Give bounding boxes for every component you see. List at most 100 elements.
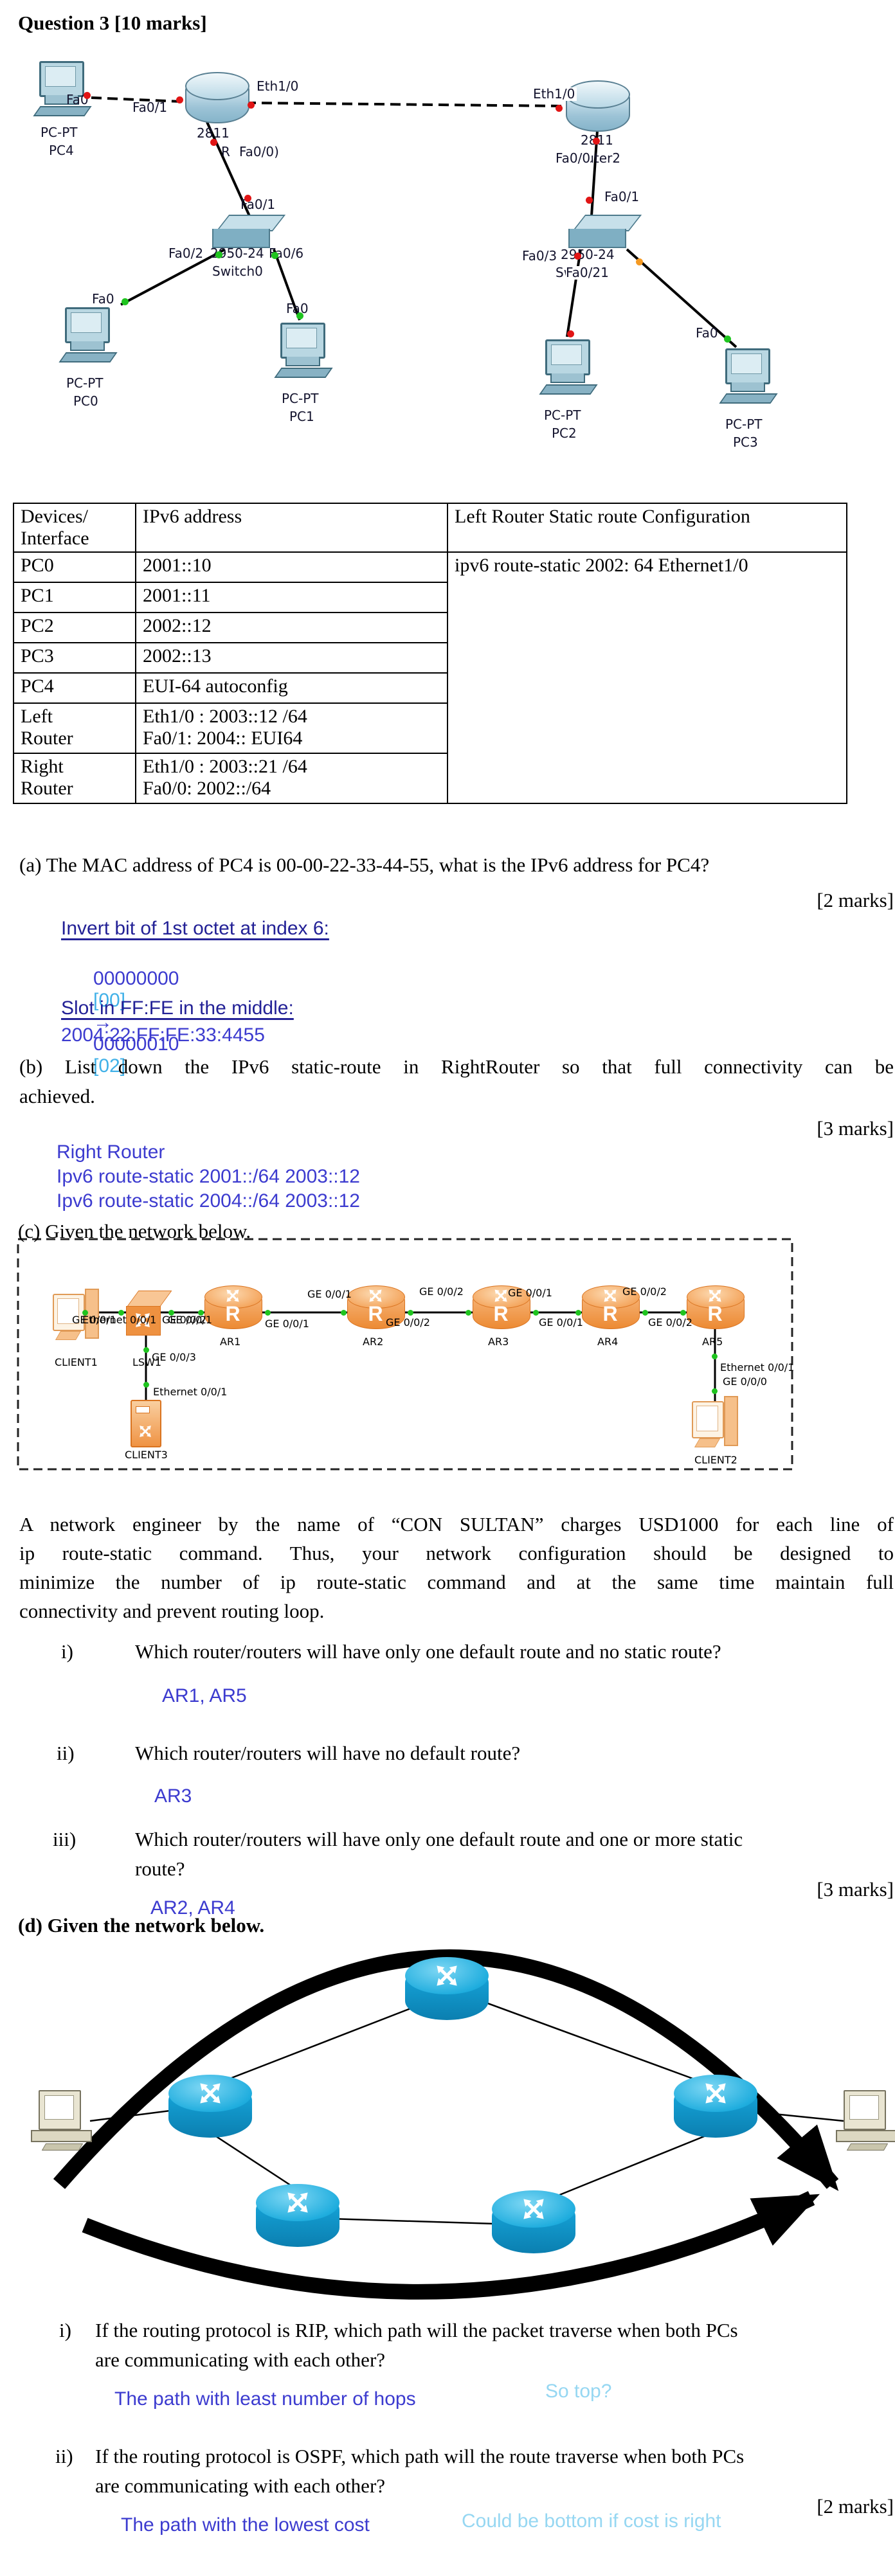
cell-address: Eth1/0 : 2003::12 /64 Fa0/1: 2004:: EUI6…: [135, 702, 448, 754]
green-link-status-icon: [118, 1310, 124, 1316]
cell-address-line1: Eth1/0 : 2003::12 /64: [143, 706, 307, 727]
answer-a-bits: 00000000 [00] → 00000010 [02]: [61, 946, 179, 1099]
d-a2: The path with the lowest cost: [121, 2514, 370, 2536]
d-router-mid-right-icon: [674, 2075, 757, 2139]
pc0-name: PC0: [73, 393, 98, 409]
red-link-status-icon: [574, 253, 581, 260]
red-link-status-icon: [176, 96, 183, 103]
lsw1-port-ge-0-0-1: GE 0/0/1: [72, 1314, 116, 1326]
cell-address-line1: Eth1/0 : 2003::21 /64: [143, 756, 307, 777]
d-q1-line2: are communicating with each other?: [95, 2348, 386, 2371]
router-r-label: R: [493, 1302, 509, 1325]
client-monitor: [692, 1401, 724, 1438]
lsw1-name: LSW1: [132, 1356, 162, 1368]
switch-front: [568, 229, 626, 248]
switch-front: [212, 229, 270, 248]
green-link-status-icon: [341, 1310, 347, 1316]
d-pc-right-icon: [836, 2090, 895, 2154]
green-link-status-icon: [680, 1310, 686, 1316]
pc-screen: [45, 66, 76, 87]
ar5-name: AR5: [702, 1336, 723, 1348]
ar2-icon: R: [347, 1285, 405, 1329]
th-devices-line1: Devices/: [21, 506, 88, 527]
pc1-name: PC1: [289, 409, 314, 424]
c-a2: AR3: [154, 1785, 192, 1807]
client1-port-ethernet-0-0-1: Ethernet 0/0/1: [82, 1314, 157, 1326]
red-link-status-icon: [593, 138, 600, 145]
answer-a-step1: Invert bit of 1st octet at index 6:: [61, 918, 329, 939]
th-ipv6: IPv6 address: [135, 503, 448, 553]
router1-name-partial: R: [221, 144, 230, 159]
green-link-status-icon: [408, 1310, 413, 1316]
green-link-status-icon: [533, 1310, 539, 1316]
cell-device: Right Router: [13, 753, 136, 804]
d-a1-note: So top?: [545, 2381, 612, 2402]
pc1-port-fa0: Fa0: [286, 301, 309, 316]
red-link-status-icon: [244, 195, 251, 202]
green-link-status-icon: [265, 1310, 271, 1316]
question-b-line2: achieved.: [19, 1085, 95, 1107]
c-a1: AR1, AR5: [162, 1685, 247, 1706]
cell-device-line2: Router: [21, 778, 73, 799]
c-para-line4: connectivity and prevent routing loop.: [19, 1600, 325, 1622]
client3-icon: [131, 1400, 161, 1447]
router-top: [347, 1285, 405, 1309]
th-devices: Devices/ Interface: [13, 503, 136, 553]
pc-monitor: [39, 2090, 81, 2130]
pc-screen: [286, 328, 317, 348]
router1-port-fa0-1: Fa0/1: [132, 100, 168, 115]
router1-icon: [185, 72, 249, 123]
d-q2-line2: are communicating with each other?: [95, 2474, 386, 2497]
answer-b-route2: Ipv6 route-static 2004::/64 2003::12: [57, 1190, 360, 1212]
red-link-status-icon: [84, 92, 91, 99]
switch0-name: Switch0: [212, 264, 263, 279]
question-a: (a) The MAC address of PC4 is 00-00-22-3…: [19, 854, 710, 876]
green-link-status-icon: [168, 1310, 174, 1316]
heading-d: (d) Given the network below.: [18, 1914, 265, 1936]
router2-port-fa0-0: Fa0/0: [556, 150, 591, 166]
red-link-status-icon: [248, 102, 255, 109]
d-router-bottom-left-icon: [256, 2184, 339, 2248]
ar1-port-ge-0-0-1-right: GE 0/0/1: [265, 1318, 309, 1330]
switch0-model: 2950-24: [210, 246, 264, 261]
pc2-icon: [539, 339, 598, 400]
router-r-label: R: [368, 1302, 383, 1325]
ar5-port-ethernet-0-0-1: Ethernet 0/0/1: [720, 1361, 795, 1373]
c-para-line1: A network engineer by the name of “CON S…: [19, 1513, 894, 1535]
c-q3-line2: route?: [135, 1857, 185, 1880]
pc1-icon: [274, 323, 333, 384]
pc-stand: [44, 95, 79, 105]
pc4-icon: [33, 61, 92, 122]
pc3-port-fa0: Fa0: [696, 325, 718, 341]
d-q2-marks: [2 marks]: [817, 2495, 894, 2518]
pc4-model: PC-PT: [41, 125, 78, 140]
ar2-port-ge-0-0-2: GE 0/0/2: [386, 1316, 430, 1328]
router2-port-eth1-0: Eth1/0: [531, 87, 577, 101]
cell-address-line2: Fa0/1: 2004:: EUI64: [143, 728, 303, 749]
router-top: [687, 1285, 745, 1309]
cell-device: PC4: [13, 672, 136, 704]
pc0-icon: [59, 307, 118, 368]
pc0-model: PC-PT: [66, 375, 104, 391]
pc-stand: [70, 341, 105, 351]
router1-port-eth1-0: Eth1/0: [255, 80, 301, 93]
green-link-status-icon: [712, 1354, 718, 1359]
red-link-status-icon: [567, 330, 574, 337]
page-title: Question 3 [10 marks]: [18, 12, 207, 34]
ar5-port-ge-0-0-0: GE 0/0/0: [723, 1375, 767, 1388]
pc-stand: [550, 373, 585, 383]
answer-a-step2: Slot in FF:FE in the middle:: [61, 997, 294, 1019]
d-q2-num: ii): [55, 2445, 73, 2467]
pc-base: [31, 2130, 92, 2142]
lsw1-port-ge-0-0-2: GE 0/0/2: [162, 1314, 206, 1326]
cell-address: 2001::11: [135, 582, 448, 613]
red-link-status-icon: [210, 139, 217, 146]
ar5-icon: R: [687, 1285, 745, 1329]
question-a-marks: [2 marks]: [817, 889, 894, 911]
green-link-status-icon: [724, 335, 731, 343]
orange-link-status-icon: [636, 258, 643, 265]
ipv6-table: Devices/ Interface IPv6 address Left Rou…: [13, 503, 847, 804]
